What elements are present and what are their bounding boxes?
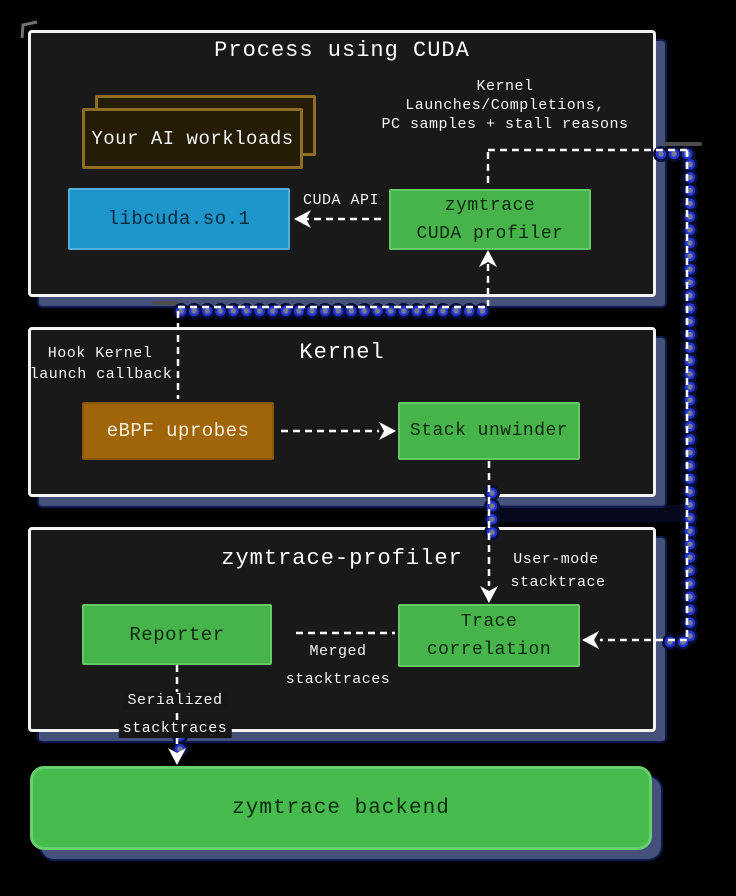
kernel-launches-label-line1: Kernel xyxy=(476,78,534,95)
reporter-label: Reporter xyxy=(129,623,225,646)
ebpf-uprobes-label: eBPF uprobes xyxy=(106,420,250,442)
libcuda-node: libcuda.so.1 xyxy=(68,188,290,250)
user-mode-label-line2: stacktrace xyxy=(510,574,606,591)
kernel-launches-label-line2: Launches/Completions, xyxy=(405,97,605,114)
ebpf-uprobes-node: eBPF uprobes xyxy=(82,402,274,460)
reporter-node: Reporter xyxy=(82,604,272,665)
user-mode-label-line1: User-mode xyxy=(513,551,599,568)
ai-workloads-node: Your AI workloads xyxy=(82,108,303,169)
stack-unwinder-node: Stack unwinder xyxy=(398,402,580,460)
panel-profiler-title: zymtrace-profiler xyxy=(221,546,463,571)
serialized-label-line2: stacktraces xyxy=(118,720,232,738)
stack-unwinder-label: Stack unwinder xyxy=(409,421,569,441)
trace-correlation-label-line2: correlation xyxy=(426,639,552,660)
zymtrace-backend-label: zymtrace backend xyxy=(232,796,450,820)
trail-glow-band xyxy=(495,505,689,522)
serialized-label-line1: Serialized xyxy=(123,692,227,710)
trace-correlation-node: Trace correlation xyxy=(398,604,580,667)
hook-callback-label-line2: launch callback xyxy=(29,366,173,383)
cuda-profiler-label-line2: CUDA profiler xyxy=(416,223,564,244)
hook-callback-label-line1: Hook Kernel xyxy=(47,345,153,362)
trace-correlation-label-line1: Trace xyxy=(460,611,518,632)
merged-label-line2: stacktraces xyxy=(285,671,391,688)
kernel-launches-label-line3: PC samples + stall reasons xyxy=(381,116,629,133)
zymtrace-backend-node: zymtrace backend xyxy=(30,766,652,850)
cuda-profiler-node: zymtrace CUDA profiler xyxy=(389,189,591,250)
panel-kernel-title: Kernel xyxy=(299,340,385,365)
cuda-api-label: CUDA API xyxy=(302,192,380,209)
arrowhead-into-backend xyxy=(168,748,186,765)
panel-process-title: Process using CUDA xyxy=(214,38,470,63)
cuda-profiler-label-line1: zymtrace xyxy=(444,195,536,216)
merged-label-line1: Merged xyxy=(309,643,367,660)
ai-workloads-label: Your AI workloads xyxy=(91,127,294,150)
libcuda-label: libcuda.so.1 xyxy=(107,208,251,230)
